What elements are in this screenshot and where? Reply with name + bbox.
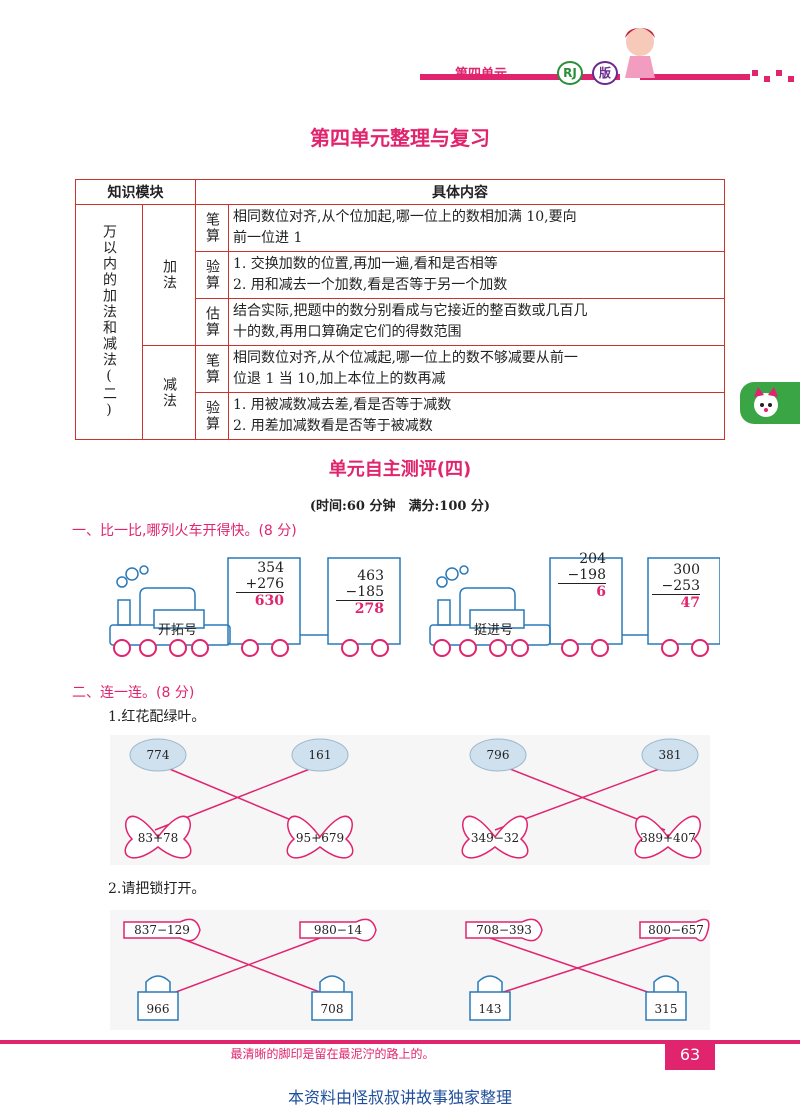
butterfly-shapes <box>124 815 702 859</box>
col-header-content: 具体内容 <box>195 179 725 205</box>
side-tab <box>740 382 800 424</box>
lock-number: 143 <box>478 1002 502 1016</box>
page-number: 63 <box>665 1040 715 1070</box>
cloud-number: 796 <box>486 748 510 762</box>
key-lock-matching <box>110 910 710 1030</box>
group-add: 加法 <box>142 204 196 346</box>
page-title: 第四单元整理与复习 <box>310 126 490 150</box>
module-name: 万以内的加法和减法(二) <box>101 224 117 420</box>
row-content: 相同数位对齐,从个位减起,哪一位上的数不够减要从前一位退 1 当 10,加上本位… <box>228 345 725 393</box>
module-cell: 万以内的加法和减法(二) <box>75 204 143 440</box>
lock-number: 708 <box>320 1002 344 1016</box>
car-calc-1: 354 +276 630 <box>236 560 284 609</box>
trains-illustration <box>109 557 720 657</box>
fox-face-icon <box>754 387 778 417</box>
row-label: 笔算 <box>195 345 229 393</box>
time-score-line: (时间:60 分钟 满分:100 分) <box>309 499 491 514</box>
key-expression: 800−657 <box>648 923 704 937</box>
train-2-name: 挺进号 <box>474 623 514 638</box>
cloud-number: 381 <box>658 748 682 762</box>
car-calc-3: 204 −198 6 <box>558 551 606 600</box>
train-1 <box>109 557 401 646</box>
cloud-shapes <box>129 738 699 772</box>
rj-badge: RJ <box>557 61 583 85</box>
test-title: 单元自主测评(四) <box>328 459 472 480</box>
key-expression: 708−393 <box>476 923 532 937</box>
lock-number: 966 <box>146 1002 170 1016</box>
key-shapes <box>123 918 710 942</box>
row-content: 相同数位对齐,从个位加起,哪一位上的数相加满 10,要向前一位进 1 <box>228 204 725 252</box>
butterfly-expression: 349−32 <box>470 831 520 845</box>
section-2-title: 二、连一连。(8 分) <box>72 685 195 701</box>
row-label: 笔算 <box>195 204 229 252</box>
group-sub: 减法 <box>142 345 196 440</box>
col-header-module: 知识模块 <box>75 179 196 205</box>
row-content: 结合实际,把题中的数分别看成与它接近的整百数或几百几十的数,再用口算确定它们的得… <box>228 298 725 346</box>
footer-motto: 最清晰的脚印是留在最泥泞的路上的。 <box>230 1047 435 1061</box>
key-expression: 837−129 <box>134 923 190 937</box>
train-1-name: 开拓号 <box>158 623 198 638</box>
butterfly-expression: 95+679 <box>295 831 345 845</box>
knowledge-table: 知识模块 具体内容 万以内的加法和减法(二) 加法 笔算 相同数位对齐,从个位加… <box>75 179 725 440</box>
car-calc-4: 300 −253 47 <box>652 562 700 611</box>
question-1-title: 1.红花配绿叶。 <box>108 709 206 725</box>
lock-shapes <box>137 975 687 1021</box>
lock-number: 315 <box>654 1002 678 1016</box>
row-label: 验算 <box>195 251 229 299</box>
cloud-number: 774 <box>146 748 170 762</box>
row-label: 估算 <box>195 298 229 346</box>
cloud-number: 161 <box>308 748 332 762</box>
match-lines-2 <box>159 937 671 999</box>
bottom-note: 本资料由怪叔叔讲故事独家整理 <box>287 1088 512 1107</box>
row-label: 验算 <box>195 392 229 440</box>
butterfly-expression: 389+407 <box>640 831 696 845</box>
section-1-title: 一、比一比,哪列火车开得快。(8 分) <box>72 523 297 539</box>
unit-label: 第四单元 <box>455 67 508 82</box>
train-2-wheels <box>433 639 709 657</box>
flower-leaf-matching <box>110 735 710 865</box>
header-banner <box>420 70 794 82</box>
girl-mascot-icon <box>625 28 655 78</box>
edition-badge: 版 <box>592 61 618 85</box>
key-expression: 980−14 <box>313 923 363 937</box>
car-calc-2: 463 −185 278 <box>336 568 384 617</box>
butterfly-expression: 83+78 <box>137 831 179 845</box>
train-1-wheels <box>113 639 389 657</box>
question-2-title: 2.请把锁打开。 <box>108 881 206 897</box>
footer-bar <box>0 1040 800 1044</box>
